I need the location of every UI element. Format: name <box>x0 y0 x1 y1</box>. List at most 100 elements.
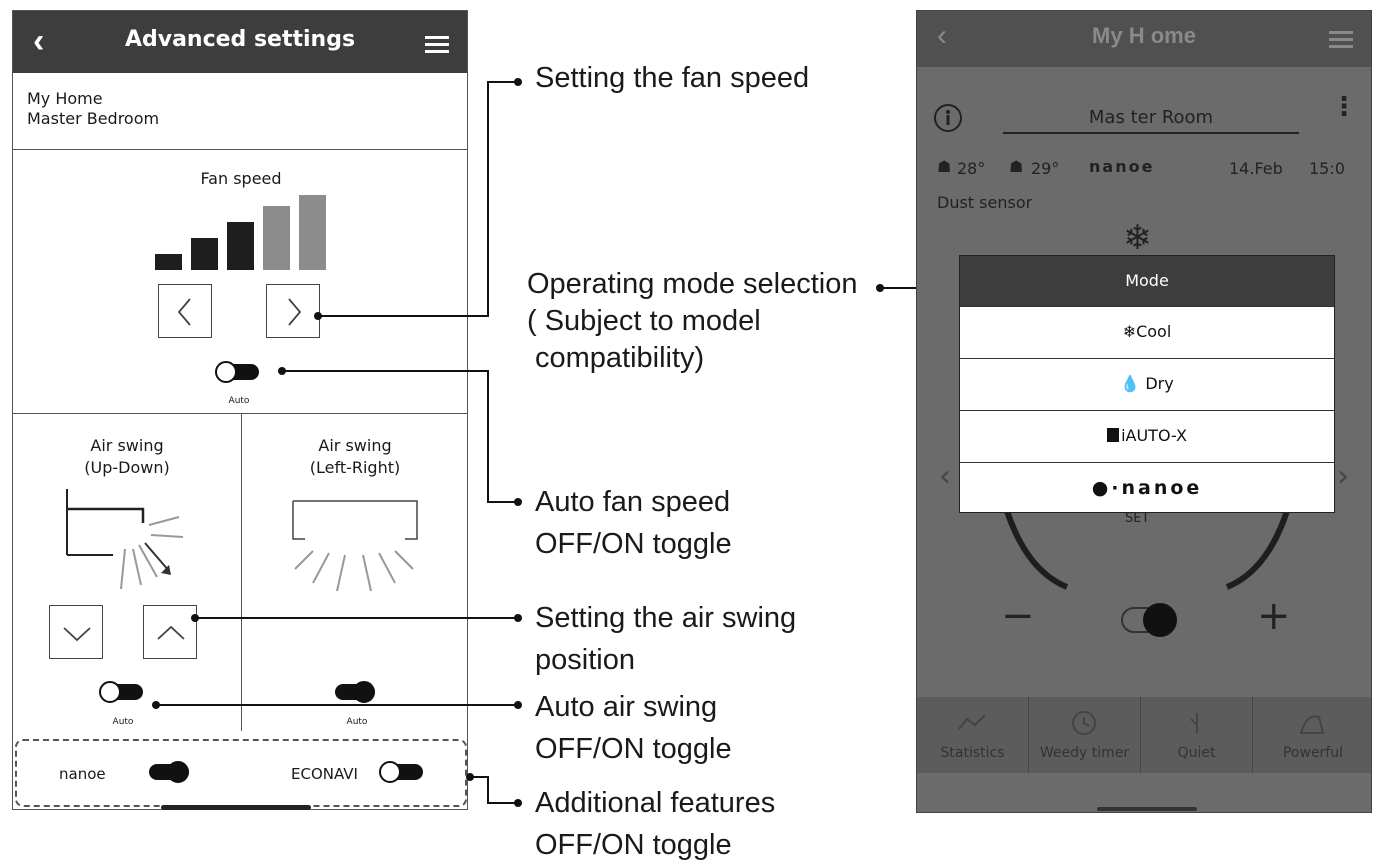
snowflake-icon: ❄ <box>1123 218 1152 258</box>
quiet-icon <box>1190 713 1198 733</box>
callout-fan-speed: Setting the fan speed <box>535 62 810 94</box>
home-temp-icon: ☗ <box>937 157 952 176</box>
advanced-settings-screen: ‹ Advanced settings My Home Master Bedro… <box>12 10 468 810</box>
timer-icon <box>1072 711 1096 735</box>
temperature-dial <box>1004 510 1290 590</box>
air-swing-left-right-icon <box>292 500 418 592</box>
room-selector[interactable]: Mas ter Room <box>1003 107 1299 134</box>
air-swing-up-down-icon <box>66 489 184 590</box>
my-home-header: ‹ My H ome <box>917 11 1371 67</box>
swing-lr-auto-label: Auto <box>346 717 368 727</box>
callout-auto-swing-line1: Auto air swing <box>535 691 718 723</box>
econavi-toggle[interactable] <box>379 761 425 783</box>
location-label: My Home Master Bedroom <box>27 89 159 129</box>
tab-label: Powerful <box>1282 745 1344 761</box>
temperature-decrease-button[interactable]: − <box>1001 593 1035 639</box>
swing-ud-label-line2: (Up-Down) <box>84 458 170 477</box>
chevron-up-icon <box>157 625 185 640</box>
snowflake-icon: ❄ <box>1122 322 1137 341</box>
mode-option-label: nanoe <box>1121 477 1203 499</box>
swing-ud-label: Air swing (Up-Down) <box>13 435 241 479</box>
callout-additional-line1: Additional features <box>535 787 776 819</box>
tab-weekly-timer[interactable]: Weedy timer <box>1029 697 1141 773</box>
page-title: My H ome <box>1092 23 1196 48</box>
prev-arrow-icon[interactable]: ‹ <box>939 459 951 494</box>
divider <box>13 413 467 414</box>
droplet-icon: 💧 <box>1120 374 1146 393</box>
callout-additional: Additional features OFF/ON toggle <box>535 782 775 866</box>
swing-lr-label-line1: Air swing <box>318 436 392 455</box>
chevron-down-icon <box>63 627 91 642</box>
swing-ud-label-line1: Air swing <box>90 436 164 455</box>
callout-swing-position-line2: position <box>535 644 635 676</box>
next-arrow-icon[interactable]: › <box>1337 459 1349 494</box>
divider <box>13 149 467 150</box>
time-label: 15:0 <box>1309 159 1345 178</box>
mode-option-label: Cool <box>1136 322 1172 341</box>
fan-speed-auto-toggle[interactable] <box>215 361 261 383</box>
tab-powerful[interactable]: Powerful <box>1253 697 1371 773</box>
fan-auto-label: Auto <box>228 396 250 406</box>
callout-mode-line1: Operating mode selection <box>527 268 858 300</box>
page-title: Advanced settings <box>124 27 356 52</box>
mode-option-label: Dry <box>1145 374 1174 393</box>
fan-speed-decrease-button[interactable] <box>158 284 212 338</box>
powerful-icon <box>1299 715 1325 734</box>
nanoe-status-label: nanoe <box>1089 157 1155 176</box>
swing-lr-label-line2: (Left-Right) <box>309 458 401 477</box>
mode-option-cool[interactable]: ❄Cool <box>960 306 1334 358</box>
hamburger-menu-icon[interactable] <box>425 36 449 57</box>
callout-swing-position: Setting the air swing position <box>535 597 796 681</box>
tab-label: Statistics <box>940 745 1005 761</box>
tab-label: Weedy timer <box>1039 745 1130 761</box>
nanoe-feature-label: nanoe <box>59 765 106 783</box>
tab-quiet[interactable]: Quiet <box>1141 697 1253 773</box>
outdoor-temperature: 29° <box>1031 159 1060 178</box>
swing-lr-label: Air swing (Left-Right) <box>241 435 469 479</box>
dust-sensor-label: Dust sensor <box>937 193 1033 212</box>
info-icon[interactable] <box>933 103 963 133</box>
set-temperature-label: SET <box>1125 511 1150 526</box>
home-indicator <box>161 805 311 810</box>
mode-option-iauto-x[interactable]: iAUTO-X <box>960 410 1334 462</box>
outdoor-temp-icon: ☗ <box>1009 157 1024 176</box>
nanoe-logo-icon: ●· <box>1091 477 1122 499</box>
fan-speed-bar-4 <box>263 206 290 270</box>
home-name: My Home <box>27 89 103 108</box>
fan-speed-bar-5 <box>299 195 326 270</box>
hamburger-menu-icon[interactable] <box>1329 31 1353 52</box>
air-swing-ud-auto-toggle[interactable] <box>99 681 145 703</box>
mode-selection-popup: Mode ❄Cool 💧 Dry iAUTO-X ●·nanoe <box>959 255 1335 513</box>
callout-additional-line2: OFF/ON toggle <box>535 829 732 861</box>
air-swing-lr-auto-toggle[interactable] <box>331 681 377 703</box>
callout-mode: Operating mode selection ( Subject to mo… <box>527 266 857 377</box>
temperature-increase-button[interactable]: + <box>1257 593 1291 639</box>
divider <box>241 413 242 731</box>
air-swing-up-button[interactable] <box>143 605 197 659</box>
mode-popup-header: Mode <box>960 256 1334 306</box>
statistics-icon <box>958 714 986 730</box>
mode-option-dry[interactable]: 💧 Dry <box>960 358 1334 410</box>
tab-statistics[interactable]: Statistics <box>917 697 1029 773</box>
mode-option-label: iAUTO-X <box>1121 426 1187 445</box>
air-swing-down-button[interactable] <box>49 605 103 659</box>
fan-speed-increase-button[interactable] <box>266 284 320 338</box>
back-button[interactable]: ‹ <box>937 19 947 52</box>
fan-speed-bar-2 <box>191 238 218 270</box>
callout-auto-swing-line2: OFF/ON toggle <box>535 733 732 765</box>
nanoe-toggle[interactable] <box>145 761 191 783</box>
callout-mode-line2: ( Subject to model <box>527 305 761 337</box>
fan-speed-bar-1 <box>155 254 182 270</box>
more-options-icon[interactable]: ⋮ <box>1331 92 1357 122</box>
power-toggle[interactable] <box>1117 603 1177 637</box>
fan-speed-label: Fan speed <box>200 169 282 188</box>
bottom-tab-bar: Statistics Weedy timer Quiet Powerful <box>917 697 1371 773</box>
fan-speed-bar-3 <box>227 222 254 270</box>
indoor-temperature: 28° <box>957 159 986 178</box>
chevron-left-icon <box>177 298 191 326</box>
back-button[interactable]: ‹ <box>33 22 45 60</box>
mode-option-nanoe[interactable]: ●·nanoe <box>960 462 1334 514</box>
swing-ud-auto-label: Auto <box>112 717 134 727</box>
callout-mode-line3: compatibility) <box>535 342 705 374</box>
